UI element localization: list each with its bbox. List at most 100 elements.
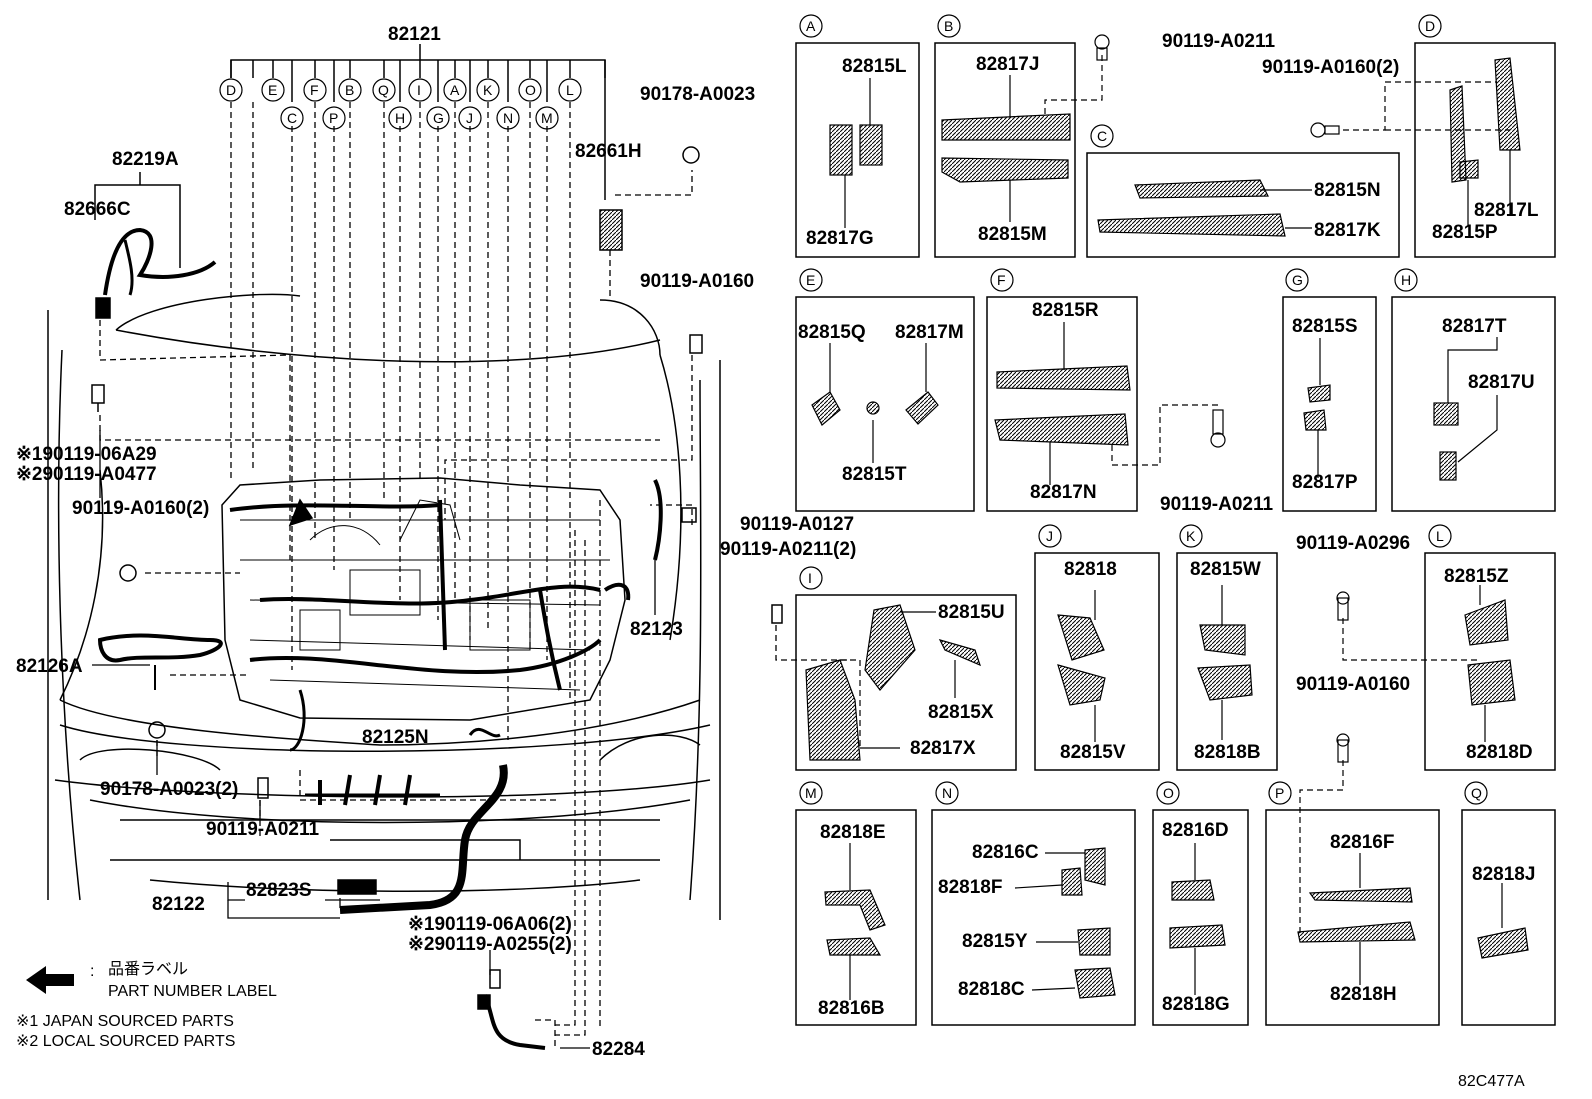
svg-text:M: M [541,110,553,126]
svg-text:J: J [1046,528,1053,544]
part-82818F-label: 82818F [938,877,1002,898]
svg-text:L: L [566,82,574,98]
part-82816C-label: 82816C [972,842,1039,863]
panel-N-box [931,809,1136,1026]
part-90178-A0023-2-label: 90178-A0023(2) [100,779,238,800]
svg-text:K: K [483,82,493,98]
svg-text:Q: Q [378,82,389,98]
part-90178-A0023-label: 90178-A0023 [640,84,755,105]
part-82815S-label: 82815S [1292,316,1358,337]
part-82818D-label: 82818D [1466,742,1533,763]
panel-G-letter: G [1285,268,1309,292]
svg-text:D: D [226,82,236,98]
panel-P-letter: P [1268,781,1292,805]
letter-circle-K: K [476,78,500,102]
legend-label-jp: 品番ラベル [108,960,188,978]
part-82818B-label: 82818B [1194,742,1261,763]
panel-A-box [795,42,920,258]
svg-text:A: A [450,82,460,98]
panel-F-letter: F [990,268,1014,292]
part-82817N-label: 82817N [1030,482,1097,503]
letter-circle-L: L [558,78,582,102]
svg-text:P: P [1275,785,1284,801]
svg-text:B: B [345,82,354,98]
panel-N-letter: N [935,781,959,805]
connector-letter-circles: D E F B Q I A K O L C P H G J N M [219,78,582,130]
panel-Q-letter: Q [1464,781,1488,805]
svg-text:N: N [503,110,513,126]
part-82817L-label: 82817L [1474,200,1539,221]
part-82815U-label: 82815U [938,602,1005,623]
panel-C-box [1086,152,1400,258]
panel-I-letter: I [799,566,823,590]
part-190119-06A29-label: ※190119-06A29 [16,444,157,465]
svg-text:G: G [433,110,444,126]
part-82817K-label: 82817K [1314,220,1381,241]
part-82126A-label: 82126A [16,656,83,677]
part-82817M-label: 82817M [895,322,964,343]
svg-text:F: F [310,82,319,98]
svg-text:D: D [1425,18,1435,34]
panel-P-box [1265,809,1440,1026]
svg-text:H: H [1401,272,1411,288]
panel-G-box [1282,296,1377,512]
panel-H-letter: H [1394,268,1418,292]
panel-O-letter: O [1156,781,1180,805]
part-90119-A0127-label: 90119-A0127 [740,514,854,535]
letter-circle-Q: Q [372,78,396,102]
panel-I-box [795,594,1017,771]
panel-D-box [1414,42,1556,258]
legend: : 品番ラベル PART NUMBER LABEL ※1 JAPAN SOURC… [16,960,277,1050]
panel-F-box [986,296,1138,512]
panel-C-letter: C [1090,124,1114,148]
part-82815W-label: 82815W [1190,559,1261,580]
panel-K-letter: K [1179,524,1203,548]
part-82817J-label: 82817J [976,54,1039,75]
part-82816D-label: 82816D [1162,820,1229,841]
part-82818E-label: 82818E [820,822,886,843]
svg-text::: : [90,963,94,980]
legend-note-1: ※1 JAPAN SOURCED PARTS [16,1013,234,1030]
legend-note-2: ※2 LOCAL SOURCED PARTS [16,1033,235,1050]
svg-text:K: K [1186,528,1196,544]
panel-O-box [1152,809,1249,1026]
panel-L-box [1424,552,1556,771]
part-82817X-label: 82817X [910,738,976,759]
panel-part-labels: 82815L 82817G 82817J 82815M 90119-A0211 … [798,31,1539,1019]
main-leader-lines [99,102,850,1048]
panel-D-letter: D [1418,14,1442,38]
panel-M-box [795,809,917,1026]
part-90119-A0211-label: 90119-A0211 [206,819,319,840]
part-90119-A0160-2-d-label: 90119-A0160(2) [1262,57,1399,78]
part-82123-label: 82123 [630,619,683,640]
svg-text:C: C [287,110,297,126]
part-82122-label: 82122 [152,894,205,915]
part-82666C-label: 82666C [64,199,131,220]
part-90119-A0211-2-label: 90119-A0211(2) [720,539,856,560]
panel-L-letter: L [1428,524,1452,548]
part-82125N-label: 82125N [362,727,429,748]
svg-text:B: B [944,18,953,34]
part-190119-06A06-2-label: ※190119-06A06(2) [408,914,572,935]
letter-circle-M: M [535,106,559,130]
part-82815T-label: 82815T [842,464,907,485]
part-90119-A0160-2-label: 90119-A0160(2) [72,498,209,519]
letter-circle-J: J [458,106,482,130]
legend-label-en: PART NUMBER LABEL [108,983,277,1000]
part-82815M-label: 82815M [978,224,1047,245]
part-82818J-label: 82818J [1472,864,1535,885]
diagram-code: 82C477A [1458,1073,1525,1090]
svg-text:E: E [806,272,815,288]
panel-A-letter: A [799,14,823,38]
part-82818C-label: 82818C [958,979,1025,1000]
part-82816B-label: 82816B [818,998,885,1019]
svg-text:I: I [417,82,421,98]
part-82815X-label: 82815X [928,702,994,723]
part-82816F-label: 82816F [1330,832,1394,853]
svg-text:F: F [997,272,1006,288]
panel-E-letter: E [799,268,823,292]
panel-M-letter: M [799,781,823,805]
letter-circle-H: H [388,106,412,130]
